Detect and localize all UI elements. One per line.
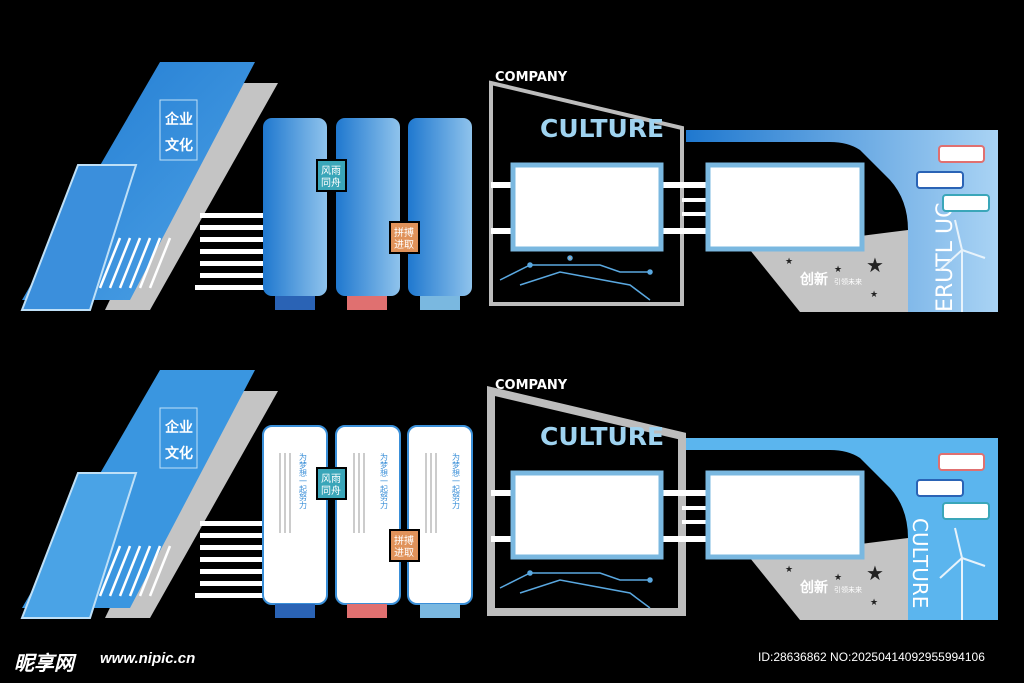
tag-fengyu (316, 467, 347, 500)
pillar-base-3 (420, 296, 460, 310)
wind-turbine-icon (939, 219, 986, 312)
innovation-label: 创新 (799, 579, 828, 596)
pillar-1 (262, 425, 328, 605)
title-frame (159, 99, 198, 161)
title-line-1: 企业 (164, 419, 193, 436)
pillar-2 (336, 118, 400, 296)
white-stripes-left (195, 521, 265, 598)
pillar-base-2 (347, 604, 387, 618)
pillar-1 (263, 118, 327, 296)
tag-text: 同舟 (321, 176, 341, 189)
tag-pinbo (389, 529, 420, 562)
company-label: COMPANY (495, 378, 568, 393)
watermark-id: ID:28636862 NO:20250414092955994106 (758, 650, 985, 664)
title-line-2: 文化 (165, 137, 193, 154)
tag-text: 风雨 (321, 473, 341, 485)
star-icons: ★ ★ ★ ★ (785, 561, 884, 608)
pillar-base-2 (347, 296, 387, 310)
connector-stripes (491, 182, 708, 234)
vertical-label: CULTURE (908, 518, 932, 608)
diagonal-hatch (98, 545, 172, 597)
tag-text: 同舟 (321, 484, 341, 497)
tag-text: 拼搏 (394, 534, 414, 547)
tag-text: 拼搏 (394, 226, 414, 239)
culture-label: CULTURE (540, 422, 664, 451)
title-line-2: 文化 (165, 445, 193, 462)
innovation-sub: 引领未来 (834, 277, 862, 286)
connector-stripes (491, 490, 708, 542)
wind-turbine-icon (939, 527, 986, 620)
small-blue-slant-panel (20, 472, 138, 619)
title-frame (159, 407, 198, 469)
tag-pinbo (389, 221, 420, 254)
star-icons: ★ ★ ★ ★ (785, 253, 884, 300)
watermark-url[interactable]: www.nipic.cn (100, 650, 196, 667)
svg-text:★: ★ (785, 257, 793, 267)
culture-label: CULTURE (540, 114, 664, 143)
chat-bubbles (916, 453, 990, 520)
pillar-lines (279, 453, 437, 533)
pillar-base-3 (420, 604, 460, 618)
innovation-label: 创新 (799, 271, 828, 288)
screen-1 (510, 470, 664, 560)
screen-1 (510, 162, 664, 252)
svg-text:★: ★ (866, 253, 884, 277)
pillar-3 (408, 118, 472, 296)
tag-text: 风雨 (321, 165, 341, 177)
tag-fengyu (316, 159, 347, 192)
white-stripes-left (195, 213, 265, 290)
svg-text:★: ★ (834, 573, 842, 583)
pillar-base-1 (275, 296, 315, 310)
small-blue-slant-panel (20, 164, 138, 311)
panel-bottom: 企业 文化 为梦想一起努力 为梦想一起努力 为梦想一起努力 风雨 同舟 拼搏 进… (20, 370, 998, 620)
innovation-sub: 引领未来 (834, 585, 862, 594)
svg-text:★: ★ (870, 598, 878, 608)
company-label: COMPANY (495, 70, 568, 85)
pillar-slogan-1: 为梦想一起努力 (299, 452, 308, 510)
pillar-slogan-3: 为梦想一起努力 (452, 452, 461, 510)
pillar-slogan-2: 为梦想一起努力 (380, 452, 389, 510)
panel-top: 企业 文化 风雨 同舟 拼搏 进取 COMPANY CULTURE 创新 引领未… (20, 62, 998, 312)
circuit-lines (499, 255, 653, 301)
svg-text:★: ★ (866, 561, 884, 585)
svg-text:★: ★ (834, 265, 842, 275)
pillar-base-1 (275, 604, 315, 618)
circuit-lines (499, 570, 653, 609)
tag-text: 进取 (394, 547, 414, 559)
title-line-1: 企业 (164, 111, 193, 128)
pillar-3 (407, 425, 473, 605)
svg-text:★: ★ (870, 290, 878, 300)
pillar-2 (335, 425, 401, 605)
chat-bubbles (916, 145, 990, 212)
svg-text:★: ★ (785, 565, 793, 575)
tag-text: 进取 (394, 239, 414, 251)
diagonal-hatch (98, 237, 172, 289)
screen-2 (705, 470, 865, 560)
watermark-logo: 昵享网 (14, 653, 74, 675)
screen-2 (705, 162, 865, 252)
